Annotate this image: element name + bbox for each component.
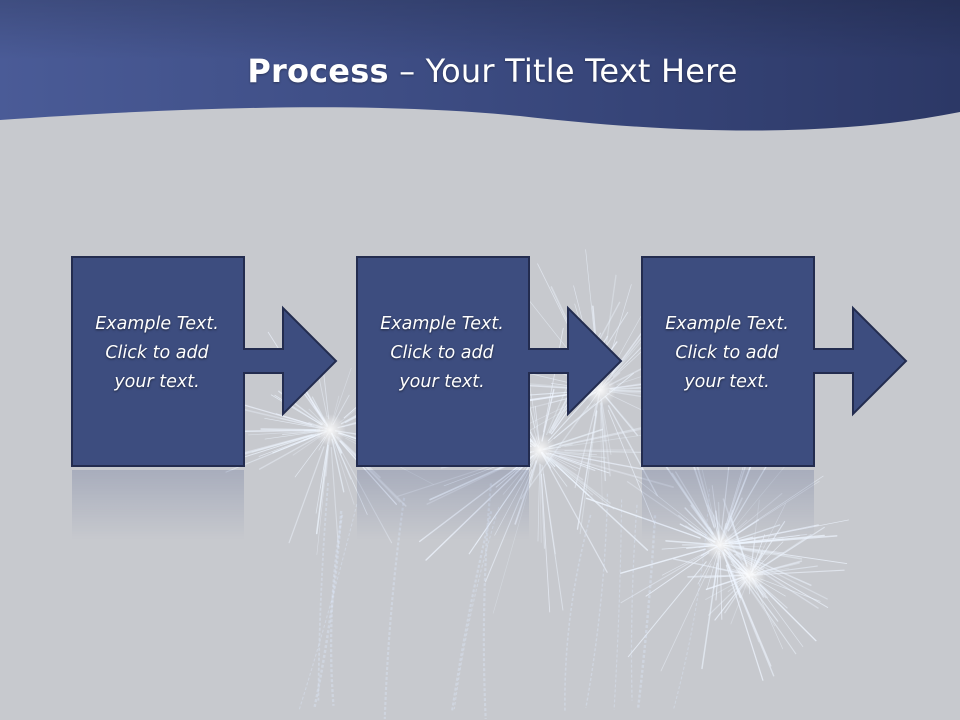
title-rest: – Your Title Text Here (388, 52, 738, 90)
arrow-box-shape (641, 256, 908, 467)
arrow-box-shape (71, 256, 338, 467)
slide-title[interactable]: Process – Your Title Text Here (0, 52, 960, 90)
title-bold: Process (247, 52, 389, 90)
arrow-box-shape (356, 256, 623, 467)
